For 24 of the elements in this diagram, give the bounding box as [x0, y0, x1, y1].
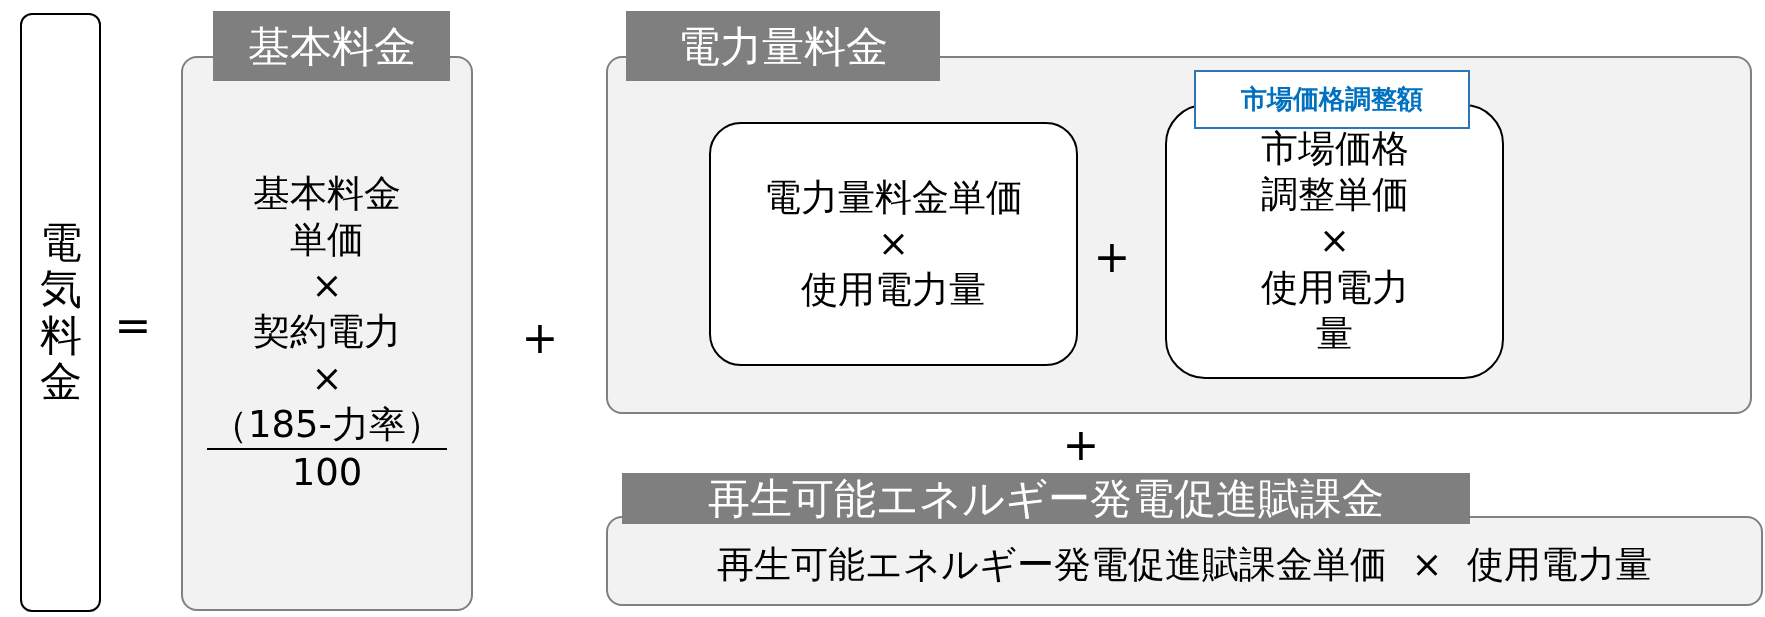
formula-text: 使用電力量 — [1466, 541, 1652, 588]
formula-text: × — [1319, 218, 1350, 265]
operator-sign: + — [521, 316, 559, 360]
formula-text: × — [1411, 541, 1443, 588]
heading-tab: 再生可能エネルギー発電促進賦課金 — [622, 473, 1470, 524]
formula-text: × — [311, 263, 343, 310]
heading-tab: 市場価格調整額 — [1194, 70, 1470, 129]
formula-text: 使用電力量 — [1259, 264, 1410, 357]
formula-text: 電力量料金単価 — [764, 174, 1023, 221]
title-text: 電気料金 — [39, 220, 82, 405]
formula-text: 使用電力量 — [801, 267, 986, 314]
heading-tab: 基本料金 — [213, 11, 450, 81]
formula-text: 100 — [291, 450, 363, 497]
heading-tab: 電力量料金 — [626, 11, 940, 81]
title-box — [20, 13, 101, 612]
formula-text: （185-力率） — [207, 401, 447, 451]
formula-text: × — [878, 220, 909, 267]
formula-text: 再生可能エネルギー発電促進賦課金単価 — [717, 541, 1388, 588]
formula-text: 基本料金単価 — [252, 170, 402, 263]
operator-sign: + — [1093, 235, 1131, 279]
operator-sign: = — [114, 304, 152, 348]
operator-sign: + — [1062, 423, 1100, 467]
formula-text: 契約電力 — [253, 309, 401, 356]
formula-text: × — [311, 355, 343, 402]
